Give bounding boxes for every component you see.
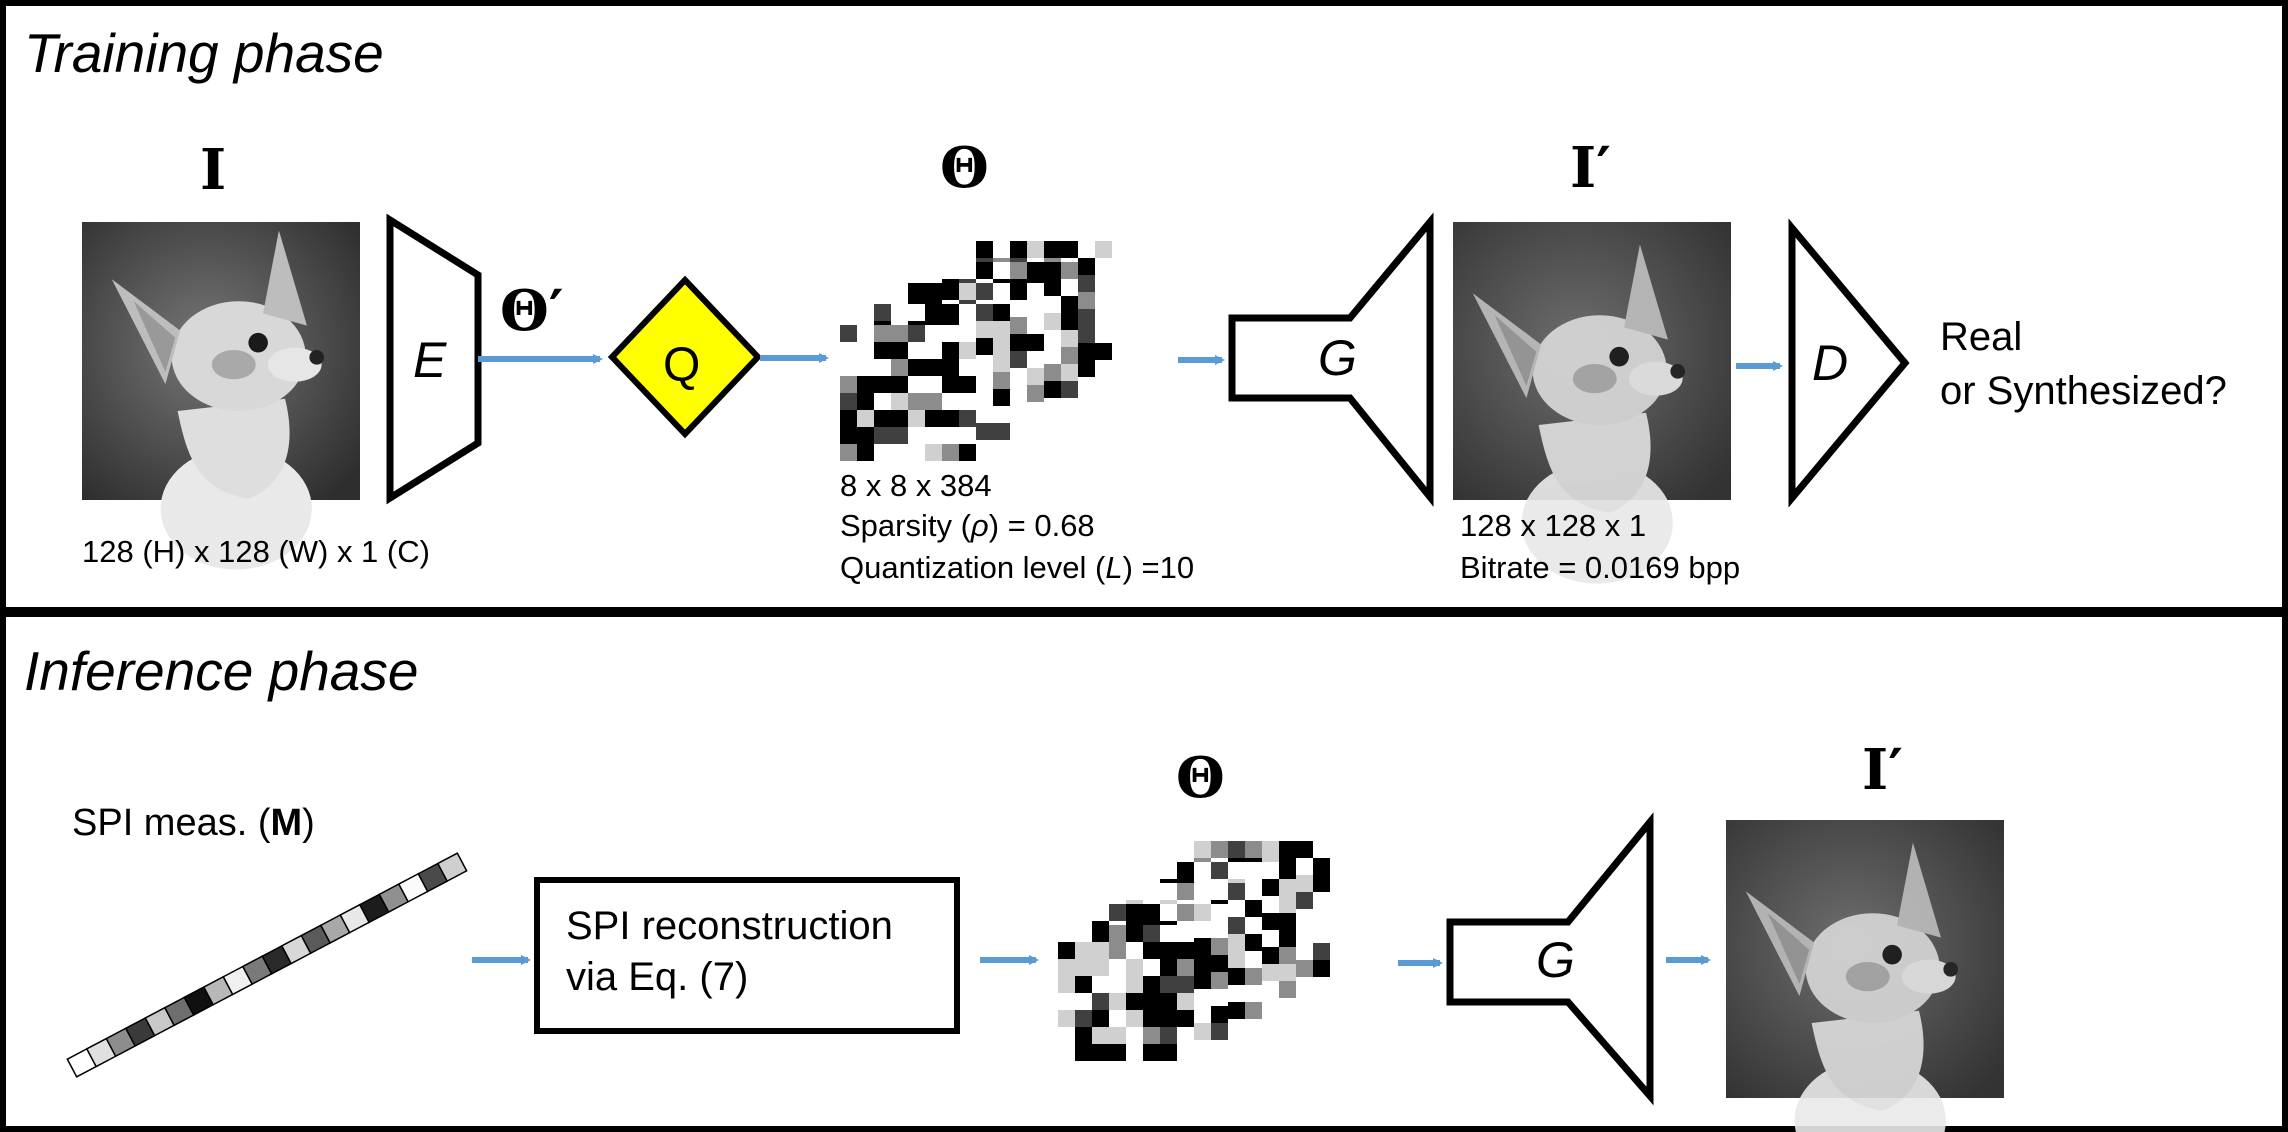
symbol-theta-prime: Θ′ — [500, 278, 564, 344]
symbol-theta-inference: Θ — [1176, 745, 1225, 811]
inference-panel-frame — [0, 611, 2288, 1132]
latent-slice — [840, 325, 976, 461]
latent-shape-label: 8 x 8 x 384 — [840, 468, 992, 503]
spi-measurement-strip — [66, 852, 468, 1078]
spi-measurement-label: SPI meas. (M) — [72, 802, 315, 844]
discriminator-label: D — [1812, 335, 1849, 391]
symbol-theta-training: Θ — [940, 135, 989, 201]
inference-phase-title: Inference phase — [24, 640, 419, 702]
spi-reconstruction-block — [534, 877, 960, 1034]
discriminator-output-line2: or Synthesized? — [1940, 369, 2227, 413]
generator-G-block-inference — [1446, 812, 1654, 1106]
generator-label-training: G — [1318, 330, 1357, 386]
quantizer-label: Q — [663, 339, 701, 392]
training-panel-frame — [0, 0, 2288, 613]
encoder-E-block — [386, 213, 482, 505]
symbol-I-prime-inference: I′ — [1862, 737, 1903, 803]
reconstructed-image-inference — [1726, 820, 2004, 1132]
reconstructed-image-training — [1453, 222, 1731, 584]
discriminator-D-block — [1788, 218, 1910, 508]
symbol-I-prime-training: I′ — [1570, 135, 1611, 201]
discriminator-output-line1: Real — [1940, 315, 2023, 359]
output-size-label: 128 x 128 x 1 — [1460, 508, 1647, 543]
training-phase-title: Training phase — [24, 22, 384, 84]
generator-label-inference: G — [1536, 932, 1575, 988]
quantization-level-label: Quantization level (L) =10 — [840, 550, 1195, 585]
generator-G-block-training — [1228, 212, 1434, 507]
spi-reconstruction-line1: SPI reconstruction — [566, 904, 893, 948]
quantizer-Q-block — [607, 275, 763, 439]
sparsity-label: Sparsity (ρ) = 0.68 — [840, 508, 1095, 543]
measurement-segment — [436, 852, 468, 883]
latent-code-stack-training — [840, 241, 1112, 461]
spi-reconstruction-line2: via Eq. (7) — [566, 955, 749, 999]
encoder-label: E — [413, 332, 447, 388]
symbol-I: I — [200, 137, 227, 203]
bitrate-label: Bitrate = 0.0169 bpp — [1460, 550, 1741, 585]
latent-code-stack-inference — [1058, 841, 1330, 1061]
input-size-label: 128 (H) x 128 (W) x 1 (C) — [82, 534, 430, 569]
latent-slice — [1058, 925, 1194, 1061]
input-image-I — [82, 222, 360, 570]
